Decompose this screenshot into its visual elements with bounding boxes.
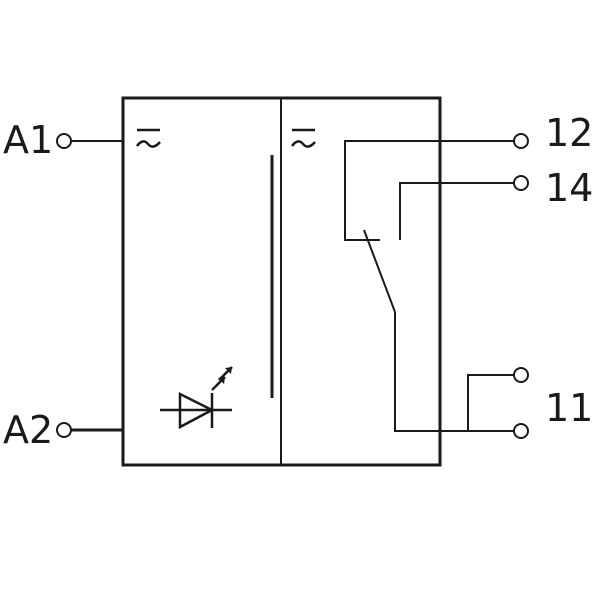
terminal-a2-label: A2 <box>3 408 53 452</box>
terminal-12: 12 <box>513 111 593 155</box>
input-ac-dc-icon <box>136 128 161 148</box>
terminal-12-label: 12 <box>545 111 593 155</box>
terminal-11: 11 <box>513 367 593 439</box>
led-diode-icon <box>160 366 233 430</box>
terminal-14-label: 14 <box>545 166 593 210</box>
terminal-a1: A1 <box>3 118 72 162</box>
terminal-11-label: 11 <box>545 386 593 430</box>
changeover-switch-icon <box>344 140 514 432</box>
output-ac-dc-icon <box>291 128 316 148</box>
terminal-a1-label: A1 <box>3 118 53 162</box>
terminal-14: 14 <box>513 166 593 210</box>
terminal-a2: A2 <box>3 408 72 452</box>
